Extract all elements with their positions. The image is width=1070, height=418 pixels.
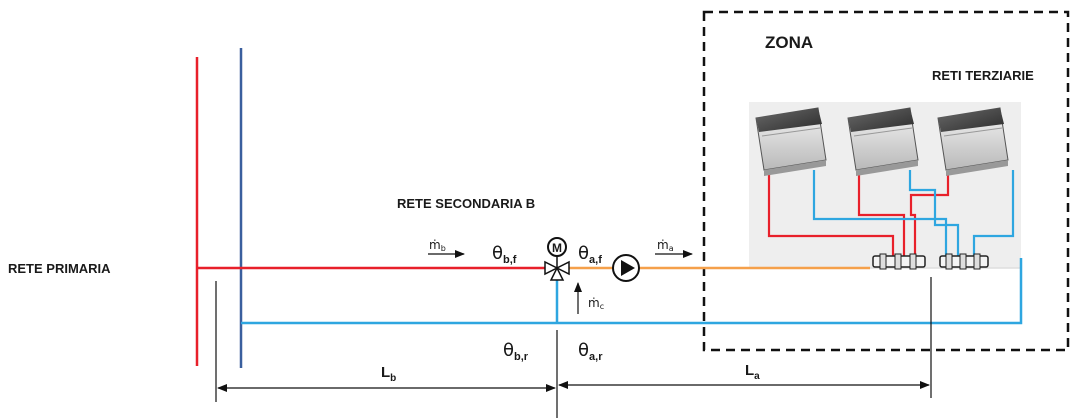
pump-icon [612,254,640,282]
manifold-icon [939,253,989,270]
primary-network-label: RETE PRIMARIA [8,261,111,276]
secondary-return-pipe [241,258,1023,325]
theta-a-f-label: θa,f [578,243,602,266]
motor-icon: M [547,237,567,257]
secondary-network-label: RETE SECONDARIA B [397,196,535,211]
length-b-label: Lb [381,364,396,384]
theta-b-f-label: θb,f [492,243,517,266]
zone-border [702,10,1070,352]
svg-text:M: M [552,241,562,255]
length-a-label: La [745,362,760,382]
tertiary-networks-label: RETI TERZIARIE [932,68,1034,83]
mass-flow-b-label: ṁb [429,238,446,253]
mixing-valve-icon [544,256,570,281]
mass-flow-c-label: ṁc [588,296,604,311]
fan-coil-icon [847,107,919,176]
manifold-icon [872,253,926,270]
fan-coil-icon [937,107,1009,176]
fan-coil-icon [755,107,827,176]
mass-flow-a-label: ṁa [657,238,674,253]
theta-a-r-label: θa,r [578,340,603,363]
zone-label: ZONA [765,33,813,52]
theta-b-r-label: θb,r [503,340,529,363]
tertiary-pipework [767,170,1015,258]
